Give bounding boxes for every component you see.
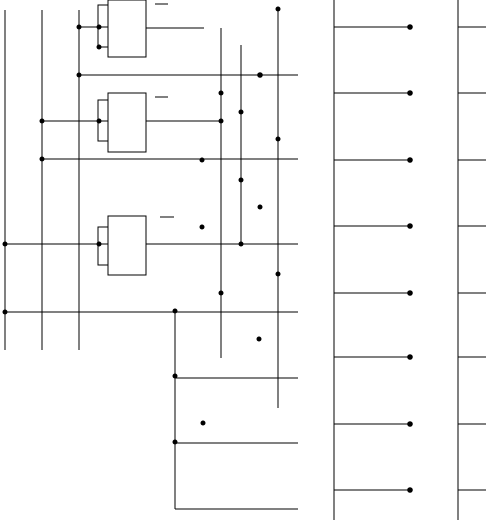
junction-dot: [39, 156, 45, 162]
gate-2: [42, 92, 221, 153]
junction-dot: [96, 241, 102, 247]
junction-dot: [407, 421, 413, 427]
junction-dot: [238, 177, 244, 183]
junction-dot: [238, 109, 244, 115]
junction-dot: [96, 118, 102, 124]
junction-dot: [407, 24, 413, 30]
junction-dot: [172, 308, 178, 314]
output-column: [333, 0, 486, 520]
junction-dot: [238, 241, 244, 247]
junction-dot: [275, 136, 281, 142]
junctions: [2, 6, 413, 493]
horizontal-bus: [5, 74, 298, 510]
input-rails: [4, 10, 80, 350]
junction-dot: [76, 24, 82, 30]
junction-dot: [96, 44, 102, 50]
middle-verticals: [174, 10, 279, 509]
junction-dot: [172, 439, 178, 445]
junction-dot: [218, 118, 224, 124]
junction-dot: [96, 24, 102, 30]
junction-dot: [76, 72, 82, 78]
junction-dot: [199, 157, 205, 163]
junction-dot: [199, 224, 205, 230]
junction-dot: [407, 90, 413, 96]
junction-dot: [256, 336, 262, 342]
gate-2-body: [107, 92, 147, 153]
junction-dot: [275, 6, 281, 12]
junction-dot: [407, 157, 413, 163]
junction-dot: [2, 241, 8, 247]
junction-dot: [257, 72, 263, 78]
gate-3-body: [107, 215, 147, 276]
junction-dot: [172, 373, 178, 379]
gate-1: [79, 0, 204, 58]
junction-dot: [275, 271, 281, 277]
junction-dot: [2, 309, 8, 315]
junction-dot: [257, 204, 263, 210]
junction-dot: [200, 420, 206, 426]
junction-dot: [407, 487, 413, 493]
junction-dot: [407, 290, 413, 296]
junction-dot: [218, 290, 224, 296]
junction-dot: [407, 354, 413, 360]
junction-dot: [407, 223, 413, 229]
gate-3: [5, 215, 174, 276]
junction-dot: [218, 90, 224, 96]
gate-1-body: [107, 0, 147, 58]
junction-dot: [39, 118, 45, 124]
